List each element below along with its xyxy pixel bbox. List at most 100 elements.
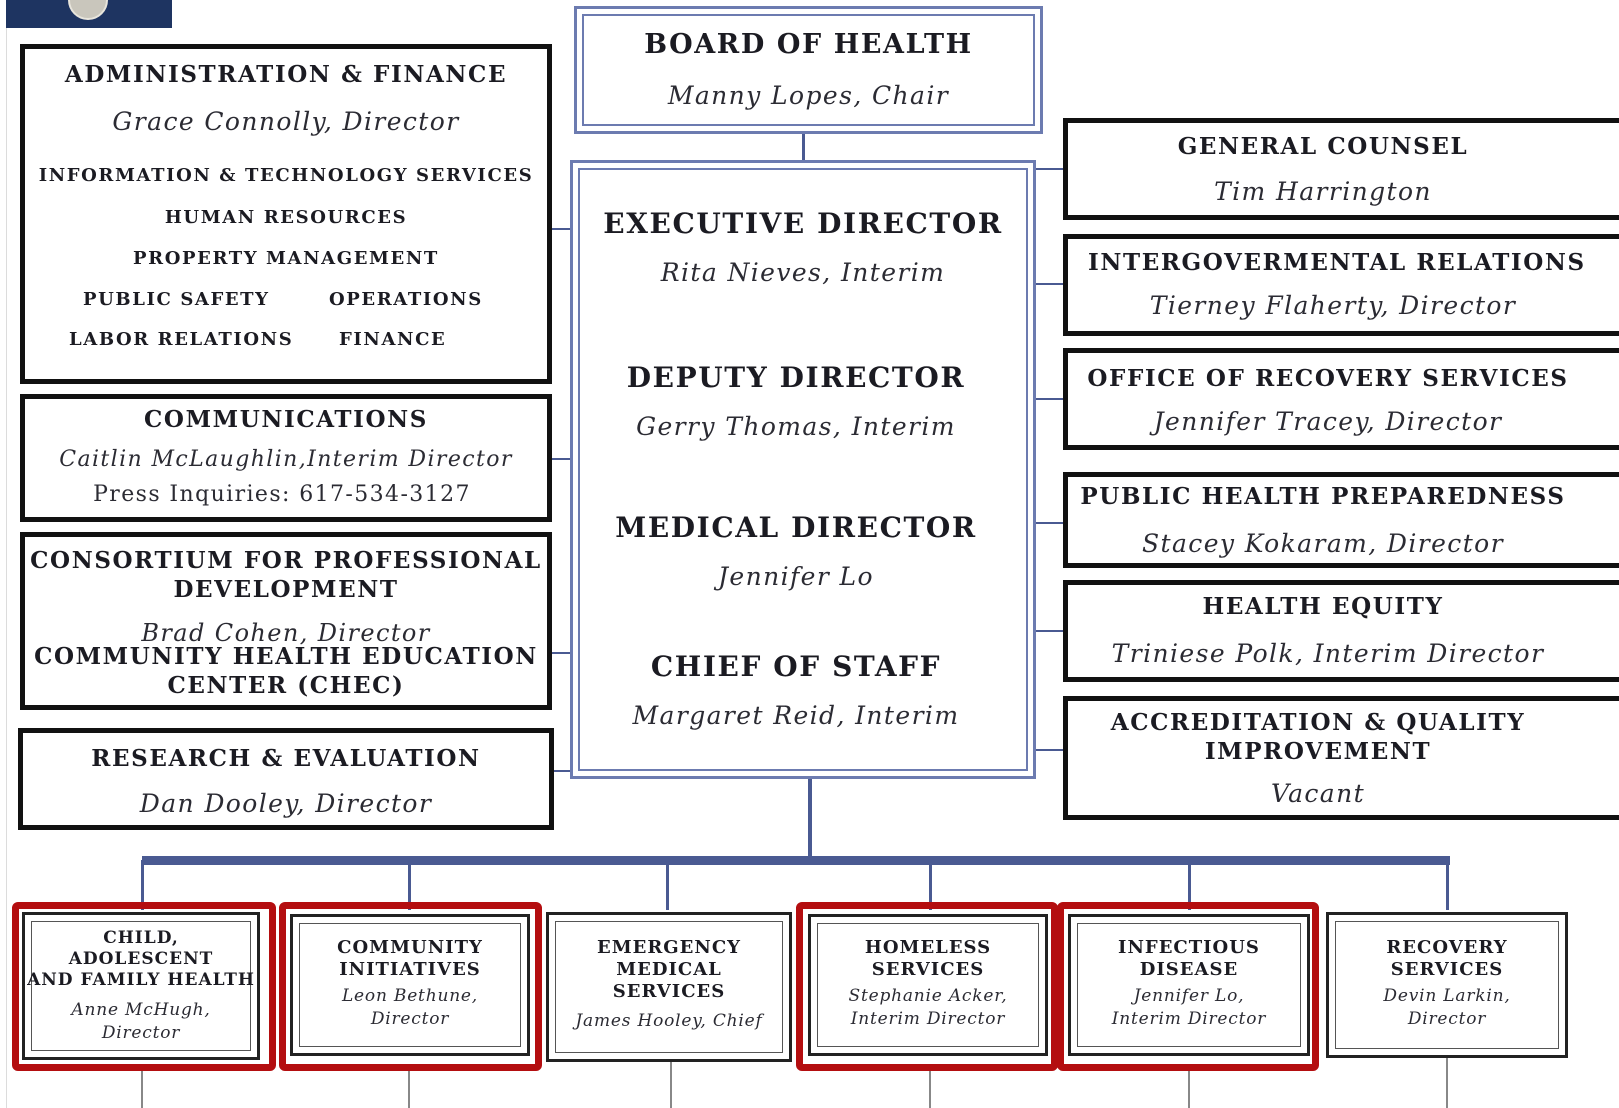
admin-unit-it: INFORMATION & TECHNOLOGY SERVICES — [38, 165, 534, 186]
connector-right-equity — [1034, 630, 1066, 632]
stub-line-2 — [408, 1071, 410, 1108]
consortium-name: Brad Cohen, Director — [141, 619, 431, 647]
connector-drop-2 — [408, 860, 411, 910]
board-of-health-box: BOARD OF HEALTH Manny Lopes, Chair — [574, 6, 1043, 134]
connector-left-admin — [550, 228, 572, 230]
intergov-box: INTERGOVERMENTAL RELATIONS Tierney Flahe… — [1063, 234, 1619, 336]
bureau-title-5: RECOVERY SERVICES — [1386, 937, 1508, 980]
comms-title: COMMUNICATIONS — [144, 406, 428, 433]
bureau-box-0: CHILD, ADOLESCENT AND FAMILY HEALTH Anne… — [22, 912, 260, 1060]
admin-unit-operations: OPERATIONS — [329, 289, 483, 310]
exec-title-2: MEDICAL DIRECTOR — [615, 511, 977, 544]
research-box: RESEARCH & EVALUATION Dan Dooley, Direct… — [18, 728, 554, 830]
bureau-name-1: Leon Bethune, Director — [341, 986, 479, 1029]
recovery-office-title: OFFICE OF RECOVERY SERVICES — [1087, 365, 1569, 392]
exec-name-1: Gerry Thomas, Interim — [636, 412, 956, 441]
bureau-box-1: COMMUNITY INITIATIVES Leon Bethune, Dire… — [290, 914, 530, 1056]
admin-unit-property: PROPERTY MANAGEMENT — [133, 248, 439, 269]
highlight-outline-4 — [1057, 902, 1319, 1071]
connector-left-research — [550, 770, 572, 772]
board-title: BOARD OF HEALTH — [644, 29, 973, 60]
preparedness-box: PUBLIC HEALTH PREPAREDNESS Stacey Kokara… — [1063, 472, 1619, 568]
accreditation-title-2: IMPROVEMENT — [1204, 738, 1432, 765]
bureau-name-2: James Hooley, Chief — [575, 1011, 763, 1031]
connector-right-intergov — [1034, 283, 1066, 285]
recovery-office-box: OFFICE OF RECOVERY SERVICES Jennifer Tra… — [1063, 348, 1619, 450]
highlight-outline-1 — [279, 902, 542, 1071]
connector-drop-1 — [141, 860, 144, 910]
left-edge-line — [6, 28, 7, 1108]
bureau-title-3: HOMELESS SERVICES — [864, 937, 992, 980]
connector-exec-down — [808, 778, 812, 858]
bureau-title-4: INFECTIOUS DISEASE — [1118, 937, 1260, 980]
stub-line-3 — [670, 1062, 672, 1108]
connector-drop-3 — [666, 860, 669, 910]
health-equity-box: HEALTH EQUITY Triniese Polk, Interim Dir… — [1063, 580, 1619, 682]
stub-line-6 — [1446, 1058, 1448, 1108]
connector-horizontal-bus — [142, 856, 1450, 865]
connector-drop-4 — [929, 860, 932, 910]
connector-drop-6 — [1446, 860, 1449, 910]
accreditation-box: ACCREDITATION & QUALITY IMPROVEMENT Vaca… — [1063, 696, 1619, 820]
admin-unit-labor: LABOR RELATIONS — [69, 329, 294, 350]
consortium-box: CONSORTIUM FOR PROFESSIONAL DEVELOPMENT … — [20, 532, 552, 710]
comms-press: Press Inquiries: 617-534-3127 — [93, 482, 471, 507]
admin-title: ADMINISTRATION & FINANCE — [64, 61, 508, 88]
exec-title-1: DEPUTY DIRECTOR — [626, 361, 966, 394]
research-title: RESEARCH & EVALUATION — [91, 745, 481, 772]
bureau-name-4: Jennifer Lo, Interim Director — [1111, 986, 1267, 1029]
exec-title-3: CHIEF OF STAFF — [650, 650, 942, 683]
equity-title: HEALTH EQUITY — [1202, 593, 1444, 620]
communications-box: COMMUNICATIONS Caitlin McLaughlin,Interi… — [20, 394, 552, 522]
exec-name-3: Margaret Reid, Interim — [632, 701, 960, 730]
bureau-name-0: Anne McHugh, Director — [71, 1000, 211, 1043]
comms-name: Caitlin McLaughlin,Interim Director — [59, 447, 513, 472]
equity-name: Triniese Polk, Interim Director — [1111, 639, 1545, 668]
connector-right-preparedness — [1034, 522, 1066, 524]
bureau-name-3: Stephanie Acker, Interim Director — [848, 986, 1008, 1029]
executive-box: EXECUTIVE DIRECTOR Rita Nieves, Interim … — [570, 160, 1036, 779]
intergov-name: Tierney Flaherty, Director — [1149, 291, 1517, 320]
consortium-title-1: CONSORTIUM FOR PROFESSIONAL — [30, 547, 542, 574]
stub-line-1 — [141, 1071, 143, 1108]
connector-board-exec — [802, 133, 805, 161]
bureau-title-0: CHILD, ADOLESCENT AND FAMILY HEALTH — [27, 928, 255, 990]
intergov-title: INTERGOVERMENTAL RELATIONS — [1088, 249, 1586, 276]
admin-unit-safety: PUBLIC SAFETY — [83, 289, 270, 310]
research-name: Dan Dooley, Director — [139, 789, 433, 818]
board-name: Manny Lopes, Chair — [667, 81, 950, 110]
accreditation-title-1: ACCREDITATION & QUALITY — [1110, 709, 1526, 736]
bureau-box-3: HOMELESS SERVICES Stephanie Acker, Inter… — [808, 914, 1048, 1056]
connector-right-recovery — [1034, 398, 1066, 400]
connector-left-consortium — [550, 652, 572, 654]
highlight-outline-0 — [12, 902, 276, 1071]
accreditation-name: Vacant — [1270, 779, 1366, 808]
connector-right-counsel — [1034, 168, 1066, 170]
bureau-title-2: EMERGENCY MEDICAL SERVICES — [596, 937, 742, 1002]
counsel-name: Tim Harrington — [1214, 177, 1432, 206]
bureau-box-5: RECOVERY SERVICES Devin Larkin, Director — [1326, 912, 1568, 1058]
preparedness-name: Stacey Kokaram, Director — [1142, 529, 1504, 558]
seal-icon — [68, 0, 108, 20]
admin-unit-finance: FINANCE — [339, 329, 447, 350]
exec-title-0: EXECUTIVE DIRECTOR — [603, 207, 1003, 240]
logo-banner — [6, 0, 172, 28]
bureau-box-2: EMERGENCY MEDICAL SERVICES James Hooley,… — [546, 912, 792, 1062]
connector-right-accreditation — [1034, 749, 1066, 751]
chec-title-1: COMMUNITY HEALTH EDUCATION — [34, 643, 538, 670]
exec-name-0: Rita Nieves, Interim — [660, 258, 946, 287]
counsel-title: GENERAL COUNSEL — [1177, 133, 1469, 160]
connector-drop-5 — [1188, 860, 1191, 910]
bureau-title-1: COMMUNITY INITIATIVES — [337, 937, 483, 980]
stub-line-4 — [929, 1071, 931, 1108]
exec-name-2: Jennifer Lo — [717, 562, 874, 591]
preparedness-title: PUBLIC HEALTH PREPAREDNESS — [1080, 483, 1566, 510]
recovery-office-name: Jennifer Tracey, Director — [1153, 407, 1503, 436]
admin-unit-hr: HUMAN RESOURCES — [164, 207, 408, 228]
connector-left-comms — [550, 458, 572, 460]
admin-name: Grace Connolly, Director — [112, 107, 460, 136]
chec-title-2: CENTER (CHEC) — [167, 672, 405, 699]
highlight-outline-3 — [796, 902, 1058, 1071]
bureau-box-4: INFECTIOUS DISEASE Jennifer Lo, Interim … — [1068, 914, 1310, 1056]
consortium-title-2: DEVELOPMENT — [173, 576, 399, 603]
